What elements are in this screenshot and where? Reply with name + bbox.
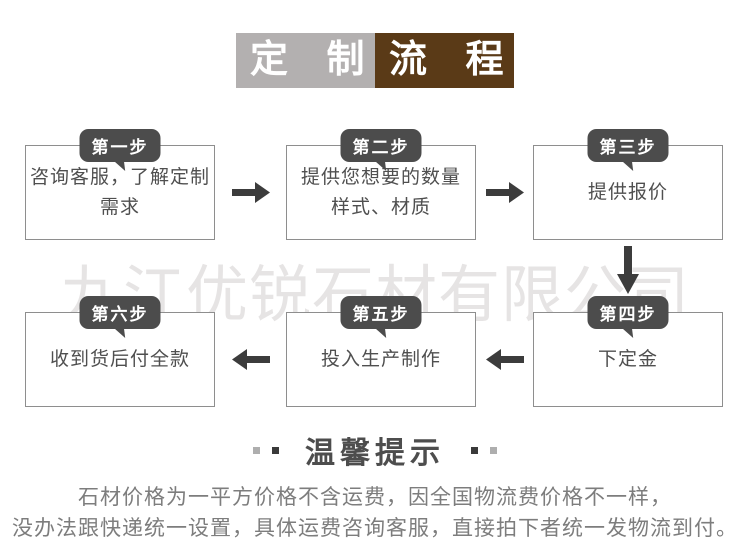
arrow-right-icon [486,182,524,203]
step-text-3: 提供报价 [587,181,668,203]
step-box-1: 第一步 咨询客服，了解定制 需求 [25,129,215,240]
step-box-2: 第二步 提供您想要的数量 样式、材质 [286,129,476,240]
step-box-5: 第五步 投入生产制作 [286,296,476,407]
step-text-2: 提供您想要的数量 样式、材质 [300,166,461,218]
decor-dot-icon [253,446,260,454]
step-badge-1: 第一步 [79,129,161,162]
step-badge-3: 第三步 [587,129,669,162]
decor-dot-icon [490,446,497,454]
section-title-left: 定 制 [236,33,375,88]
shipping-note-line1: 石材价格为一平方价格不含运费，因全国物流费价格不一样， [78,486,672,509]
decor-dot-icon [471,446,478,454]
arrow-left-icon [232,349,270,370]
arrow-right-icon [232,182,270,203]
step-text-4: 下定金 [597,348,658,370]
decor-dot-icon [272,446,279,454]
step-box-6: 第六步 收到货后付全款 [25,296,215,407]
tips-heading: 温馨提示 [0,428,750,472]
arrow-left-icon [486,349,524,370]
step-text-5: 投入生产制作 [320,348,441,370]
shipping-note: 石材价格为一平方价格不含运费，因全国物流费价格不一样， 没办法跟快递统一设置，具… [0,482,750,544]
step-box-3: 第三步 提供报价 [533,129,723,240]
section-title: 定 制 流 程 [0,33,750,88]
step-badge-2: 第二步 [340,129,422,162]
step-badge-6: 第六步 [79,296,161,329]
step-badge-4: 第四步 [587,296,669,329]
section-title-right: 流 程 [375,33,514,88]
step-text-1: 咨询客服，了解定制 需求 [29,166,210,218]
arrow-down-icon [617,246,639,294]
step-text-6: 收到货后付全款 [49,348,190,370]
step-badge-5: 第五步 [340,296,422,329]
step-box-4: 第四步 下定金 [533,296,723,407]
tips-title: 温馨提示 [305,437,445,470]
shipping-note-line2: 没办法跟快递统一设置，具体运费咨询客服，直接拍下者统一发物流到付。 [12,517,738,540]
